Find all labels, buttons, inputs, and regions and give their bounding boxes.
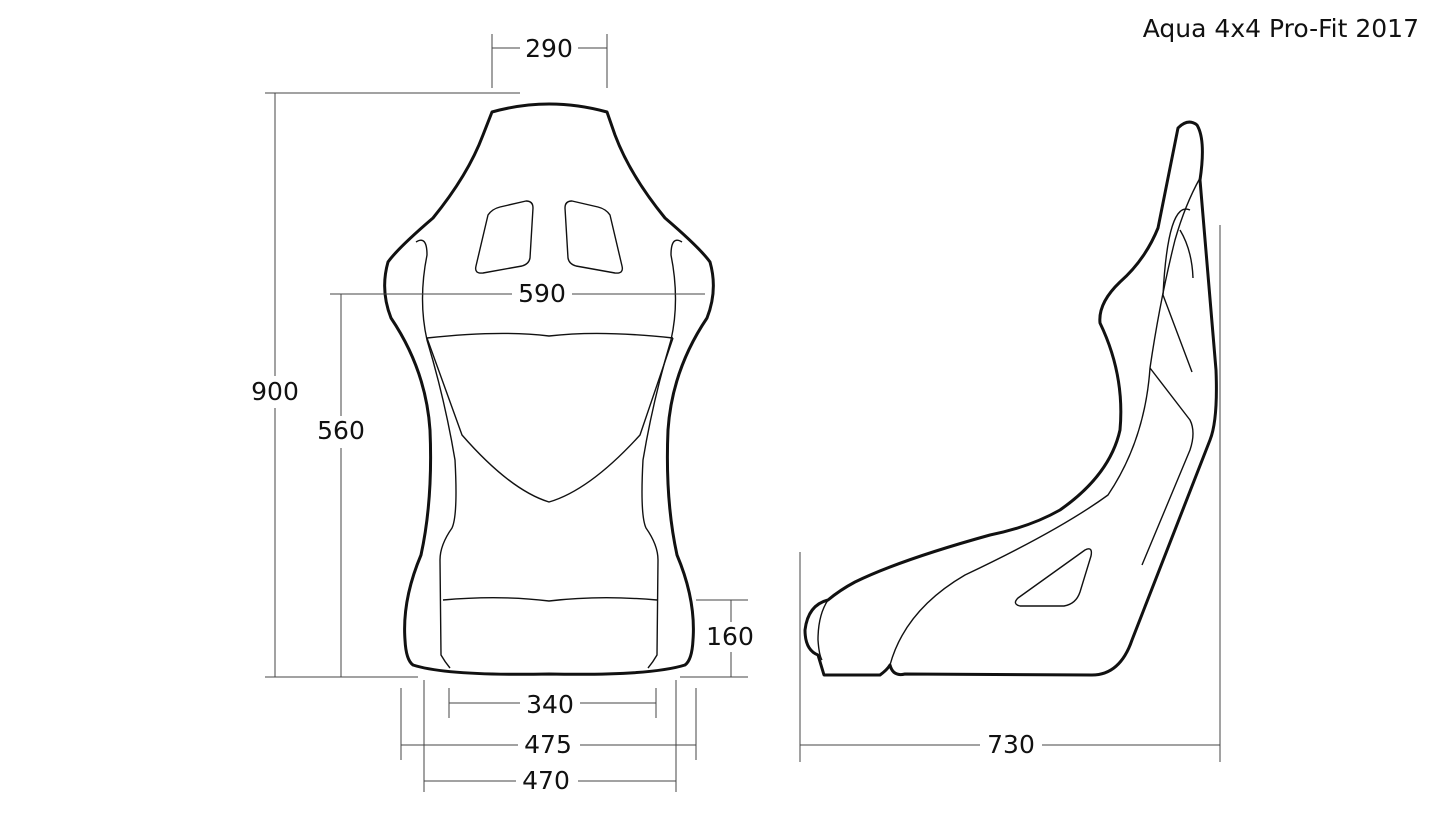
dim-shoulder-height: 560 bbox=[317, 416, 365, 445]
dim-total-height: 900 bbox=[251, 377, 299, 406]
shoulder-seam bbox=[426, 332, 674, 339]
dim-head-width: 290 bbox=[525, 34, 573, 63]
left-headrest-slot bbox=[474, 200, 534, 274]
drawing-title: Aqua 4x4 Pro-Fit 2017 bbox=[1142, 14, 1419, 43]
front-lip bbox=[817, 599, 829, 661]
side-cutout bbox=[1014, 548, 1093, 607]
side-line-1 bbox=[1162, 208, 1193, 373]
backrest-v bbox=[426, 337, 674, 503]
right-side-panel bbox=[641, 239, 683, 669]
side-view bbox=[803, 120, 1218, 677]
side-line-3 bbox=[1141, 367, 1194, 566]
dim-seat-inner-width: 340 bbox=[526, 690, 574, 719]
side-inner-edge bbox=[889, 177, 1201, 666]
dim-depth: 730 bbox=[987, 730, 1035, 759]
dim-shoulder-width: 590 bbox=[518, 279, 566, 308]
dimension-lines: 290 900 560 590 160 340 475 470 bbox=[245, 34, 1221, 796]
side-outline bbox=[803, 120, 1218, 677]
left-side-panel bbox=[415, 239, 457, 669]
dim-bolster-height: 160 bbox=[706, 622, 754, 651]
right-headrest-slot bbox=[564, 200, 624, 274]
dim-outer-width: 470 bbox=[522, 766, 570, 795]
front-outline bbox=[383, 102, 715, 676]
front-view bbox=[383, 102, 715, 676]
seat-seam bbox=[442, 597, 658, 602]
side-line-2 bbox=[1179, 229, 1194, 279]
dim-base-width: 475 bbox=[524, 730, 572, 759]
